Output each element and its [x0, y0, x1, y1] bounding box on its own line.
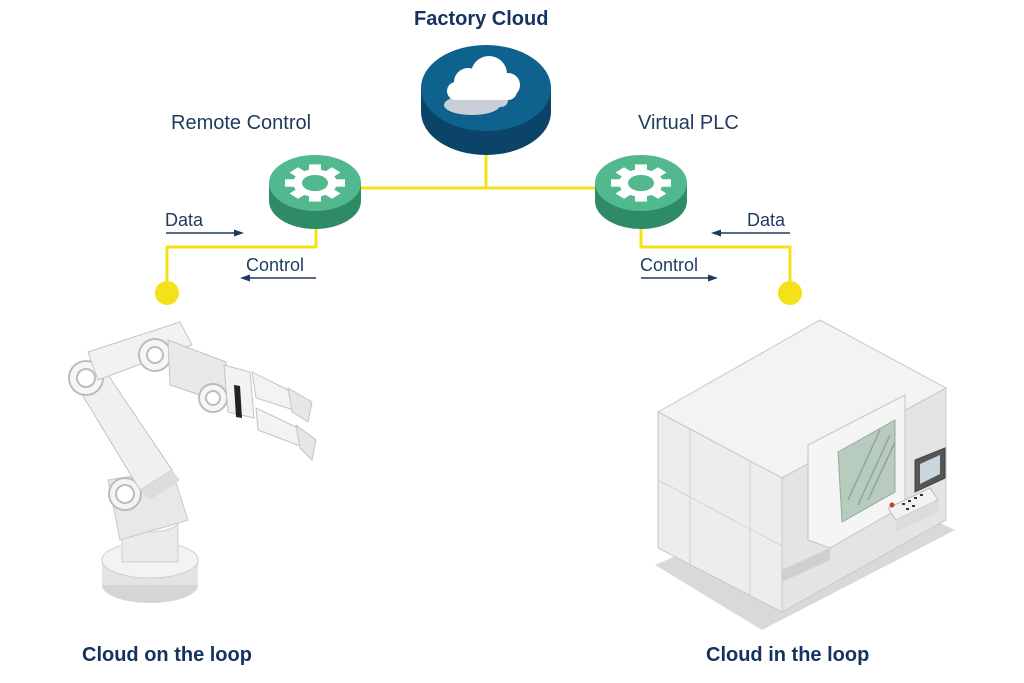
left-data-label: Data: [165, 210, 204, 230]
virtual-plc-label: Virtual PLC: [638, 112, 739, 134]
diagram-title: Factory Cloud: [414, 8, 549, 30]
right-control-label: Control: [640, 255, 699, 275]
gear-icon: [595, 155, 687, 229]
connection-wires: [165, 148, 792, 292]
wire-left-down: [165, 215, 318, 292]
left-control-label: Control: [246, 255, 305, 275]
robot-arm-icon: [68, 321, 317, 603]
cloud-on-the-loop-caption: Cloud on the loop: [82, 644, 252, 666]
arrow-right-control: [641, 274, 718, 282]
endpoint-left: [155, 281, 179, 305]
cloud-icon: [421, 45, 551, 155]
endpoint-right: [778, 281, 802, 305]
cloud-in-the-loop-caption: Cloud in the loop: [706, 644, 870, 666]
cnc-machine-icon: [655, 319, 955, 630]
flow-arrows: [166, 229, 790, 282]
arrow-right-data: [711, 229, 790, 237]
arrow-left-data: [166, 229, 244, 237]
gear-icon: [269, 155, 361, 229]
right-data-label: Data: [747, 210, 786, 230]
remote-control-label: Remote Control: [171, 112, 312, 134]
wire-right-down: [639, 215, 792, 292]
arrow-left-control: [240, 274, 316, 282]
